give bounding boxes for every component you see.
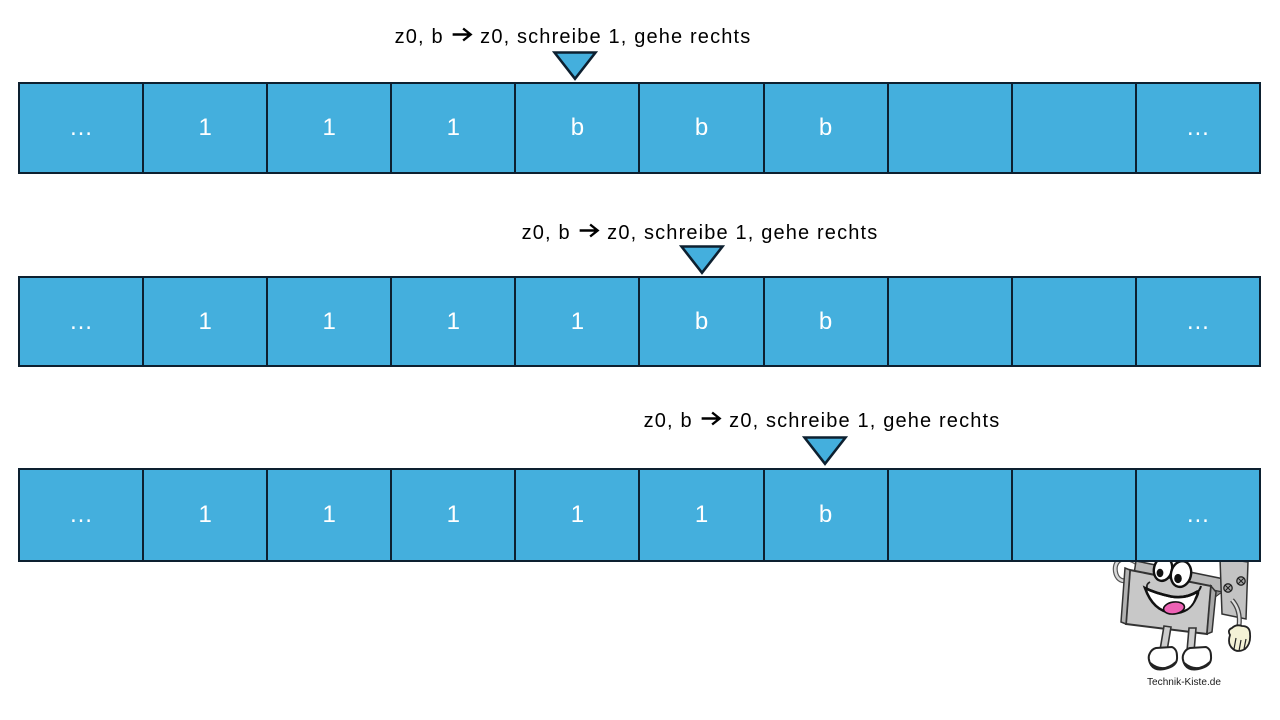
- svg-text:Technik-Kiste.de: Technik-Kiste.de: [1147, 676, 1221, 688]
